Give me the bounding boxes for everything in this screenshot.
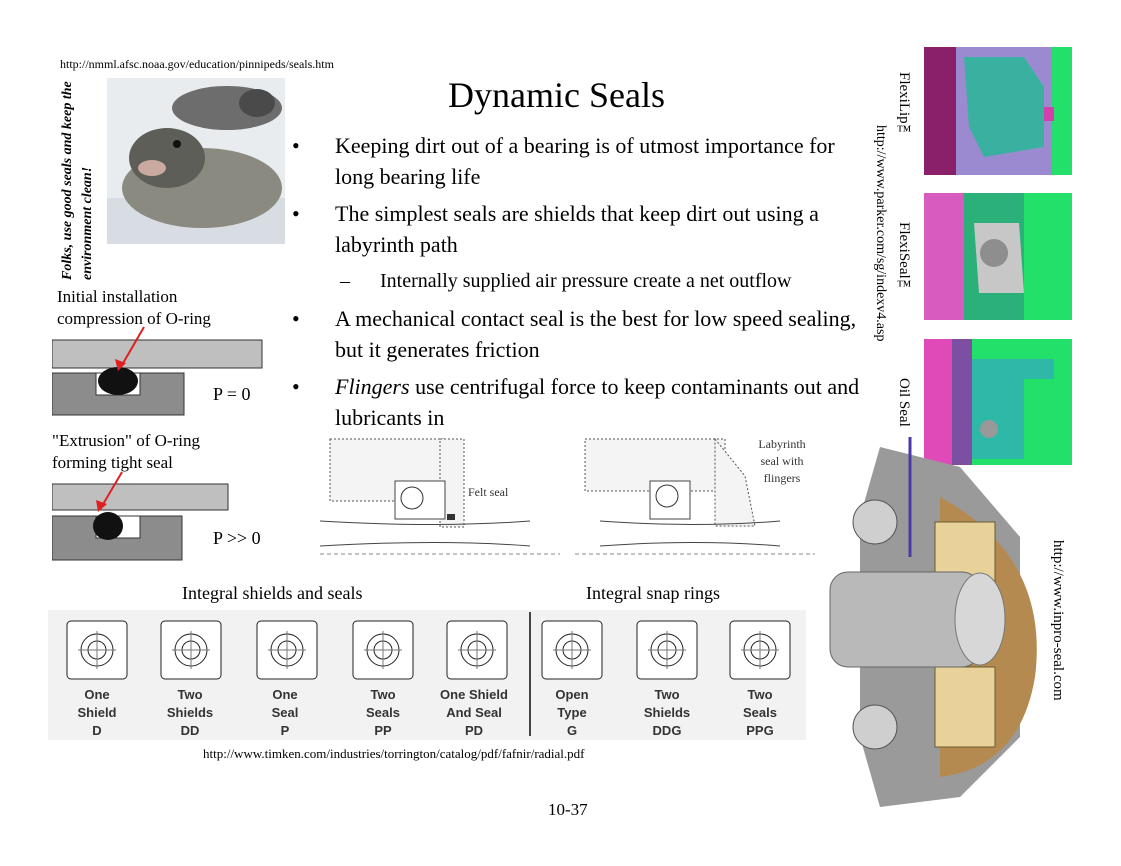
snap-rings-heading: Integral snap rings (586, 583, 720, 603)
inpro-url[interactable]: http://www.inpro-seal.com (1050, 540, 1066, 701)
oring-diagram-2 (52, 471, 229, 561)
oring-label-1: Initial installation compression of O-ri… (57, 287, 211, 328)
bearing-icon (256, 620, 318, 685)
pressure-label-1: P = 0 (213, 384, 251, 404)
oring-label-2: "Extrusion" of O-ring forming tight seal (52, 431, 200, 472)
oilseal-label: Oil Seal (896, 378, 912, 427)
flexilip-image (924, 47, 1072, 175)
bearing-icon (160, 620, 222, 685)
flingers-text: use centrifugal force to keep contaminan… (335, 374, 860, 430)
flexilip-label: FlexiLip™ (896, 72, 912, 140)
bearing-icon (541, 620, 603, 685)
seal-caption: Folks, use good seals and keep the envir… (60, 81, 95, 280)
timken-url[interactable]: http://www.timken.com/industries/torring… (203, 746, 585, 761)
seal-photo (107, 78, 285, 244)
flexiseal-image (924, 193, 1072, 320)
page-number: 10-37 (548, 800, 588, 819)
bullet-item: A mechanical contact seal is the best fo… (292, 303, 872, 365)
bullet-item: The simplest seals are shields that keep… (292, 198, 872, 260)
felt-seal-label: Felt seal (468, 485, 509, 499)
bullet-item: Keeping dirt out of a bearing is of utmo… (292, 130, 872, 192)
page-title: Dynamic Seals (448, 75, 665, 115)
felt-seal-diagram (320, 438, 560, 555)
bullet-list: Keeping dirt out of a bearing is of utmo… (292, 130, 872, 439)
bearing-icon (636, 620, 698, 685)
bearing-icon (352, 620, 414, 685)
bearing-icon (729, 620, 791, 685)
integral-shields-heading: Integral shields and seals (182, 583, 363, 603)
sub-bullet-item: Internally supplied air pressure create … (292, 266, 872, 297)
oilseal-image (924, 339, 1072, 465)
labyrinth-label: Labyrinth seal with flingers (758, 437, 806, 485)
flingers-term: Flingers (335, 374, 410, 399)
labyrinth-seal-diagram (575, 437, 815, 555)
bearing-icon (446, 620, 508, 685)
parker-url[interactable]: http://www.parker.com/sg/indexv4.asp (873, 125, 888, 342)
strip-divider (529, 612, 531, 736)
noaa-url[interactable]: http://nmml.afsc.noaa.gov/education/pinn… (60, 57, 334, 71)
bullet-item: Flingers use centrifugal force to keep c… (292, 371, 872, 433)
flexiseal-label: FlexiSeal™ (896, 222, 912, 295)
bearing-icon (66, 620, 128, 685)
inpro-seal-image (820, 437, 1050, 815)
pressure-label-2: P >> 0 (213, 528, 261, 548)
oring-diagram-1 (52, 326, 263, 416)
